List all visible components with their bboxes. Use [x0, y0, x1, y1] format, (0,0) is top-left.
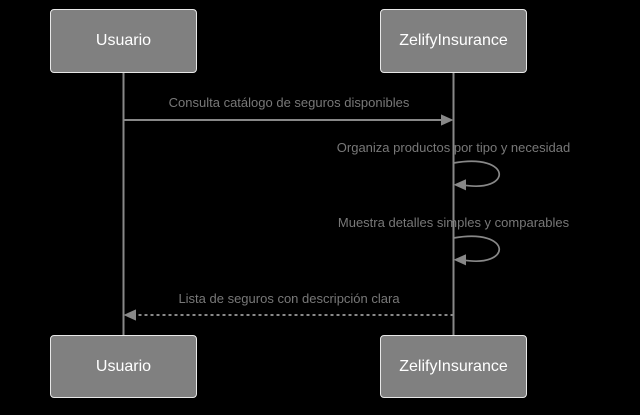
- message-1-arrowhead-icon: [441, 114, 454, 126]
- actor-box-usuario-bottom: Usuario: [50, 335, 197, 398]
- message-2-label: Organiza productos por tipo y necesidad: [336, 140, 571, 155]
- message-2-self-loop: [453, 160, 501, 187]
- actor-box-zelifyinsurance-bottom: ZelifyInsurance: [380, 335, 527, 398]
- message-4-label: Lista de seguros con descripción clara: [178, 291, 400, 306]
- actor-box-usuario-top: Usuario: [50, 9, 197, 73]
- message-3-label: Muestra detalles simples y comparables: [337, 215, 570, 230]
- message-3-self-loop: [453, 235, 501, 262]
- message-3-arrowhead-icon: [453, 254, 466, 266]
- message-2-arrowhead-icon: [453, 179, 466, 191]
- actor-box-zelifyinsurance-top: ZelifyInsurance: [380, 9, 527, 73]
- message-4-arrowhead-icon: [123, 309, 136, 321]
- message-1-label: Consulta catálogo de seguros disponibles: [168, 95, 410, 110]
